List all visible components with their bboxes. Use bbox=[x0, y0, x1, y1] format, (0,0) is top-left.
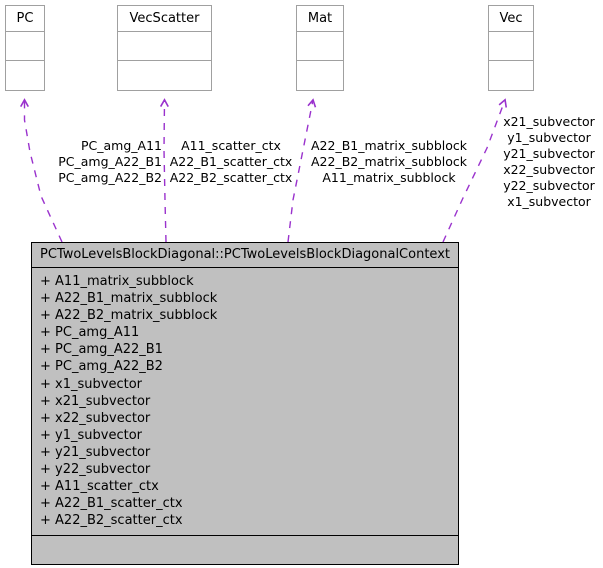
class-box-vec[interactable]: Vec bbox=[488, 5, 534, 91]
class-attribute-row: + A11_matrix_subblock bbox=[40, 274, 194, 289]
edge-label-mat-2: A11_matrix_subblock bbox=[322, 170, 456, 185]
edge-label-vecscatter-2: A22_B2_scatter_ctx bbox=[169, 170, 293, 185]
class-box-vecscatter-attributes bbox=[118, 32, 211, 61]
edge-label-vec-2: y21_subvector bbox=[503, 146, 595, 161]
class-attribute-row: + y22_subvector bbox=[40, 462, 151, 478]
class-box-vec-title: Vec bbox=[489, 6, 533, 32]
class-box-mat-attributes bbox=[297, 32, 343, 61]
edge-label-vecscatter-1: A22_B1_scatter_ctx bbox=[169, 154, 293, 169]
class-attribute-row: + A22_B1_matrix_subblock bbox=[40, 291, 218, 307]
edge-label-group-pc: PC_amg_A11 PC_amg_A22_B1 PC_amg_A22_B2 bbox=[35, 138, 162, 186]
edge-label-group-mat: A22_B1_matrix_subblock A22_B2_matrix_sub… bbox=[300, 138, 478, 186]
edge-label-pc-1: PC_amg_A22_B1 bbox=[58, 154, 162, 169]
class-attribute-row: + A11_scatter_ctx bbox=[40, 479, 159, 495]
class-box-vecscatter-title: VecScatter bbox=[118, 6, 211, 32]
class-attribute-row: + y21_subvector bbox=[40, 444, 151, 460]
edge-label-vecscatter-0: A11_scatter_ctx bbox=[181, 138, 281, 153]
edge-label-vec-3: x22_subvector bbox=[503, 162, 595, 177]
class-attribute-row: + PC_amg_A22_B2 bbox=[40, 359, 163, 375]
class-box-vecscatter-operations bbox=[118, 61, 211, 90]
class-attribute-row: + A22_B2_scatter_ctx bbox=[40, 513, 183, 529]
class-attribute-row: + y1_subvector bbox=[40, 427, 142, 443]
edge-label-pc-0: PC_amg_A11 bbox=[81, 138, 162, 153]
class-box-pc-title: PC bbox=[6, 6, 44, 32]
edge-label-vec-0: x21_subvector bbox=[503, 114, 595, 129]
class-box-mat[interactable]: Mat bbox=[296, 5, 344, 91]
edge-label-pc-2: PC_amg_A22_B2 bbox=[58, 170, 162, 185]
class-box-mat-operations bbox=[297, 61, 343, 90]
class-box-pc[interactable]: PC bbox=[5, 5, 45, 91]
class-box-mat-title: Mat bbox=[297, 6, 343, 32]
edge-label-vec-5: x1_subvector bbox=[507, 194, 591, 209]
class-attribute-row: + x1_subvector bbox=[40, 376, 142, 392]
class-box-vec-attributes bbox=[489, 32, 533, 61]
class-attribute-row: + x22_subvector bbox=[40, 410, 151, 426]
class-box-vec-operations bbox=[489, 61, 533, 90]
class-box-main-title: PCTwoLevelsBlockDiagonal::PCTwoLevelsBlo… bbox=[32, 243, 458, 268]
edge-label-vec-4: y22_subvector bbox=[503, 178, 595, 193]
edge-vecscatter bbox=[164, 100, 166, 243]
class-box-pc-operations bbox=[6, 61, 44, 90]
class-attribute-row: + PC_amg_A22_B1 bbox=[40, 342, 163, 358]
edge-label-group-vecscatter: A11_scatter_ctx A22_B1_scatter_ctx A22_B… bbox=[168, 138, 294, 186]
class-box-main-attributes: + A11_matrix_subblock + A22_B1_matrix_sub… bbox=[32, 268, 458, 537]
class-box-pc-attributes bbox=[6, 32, 44, 61]
edge-label-group-vec: x21_subvector y1_subvector y21_subvector… bbox=[497, 114, 601, 210]
edge-label-mat-0: A22_B1_matrix_subblock bbox=[310, 138, 468, 153]
edge-label-mat-1: A22_B2_matrix_subblock bbox=[310, 154, 468, 169]
class-attribute-row: + A22_B2_matrix_subblock bbox=[40, 308, 218, 324]
class-attribute-row: + A22_B1_scatter_ctx bbox=[40, 496, 183, 512]
class-box-main[interactable]: PCTwoLevelsBlockDiagonal::PCTwoLevelsBlo… bbox=[31, 242, 459, 566]
edge-label-vec-1: y1_subvector bbox=[507, 130, 591, 145]
class-attribute-row: + x21_subvector bbox=[40, 393, 151, 409]
class-box-main-operations bbox=[32, 536, 458, 564]
class-attribute-row: + PC_amg_A11 bbox=[40, 325, 140, 341]
class-box-vecscatter[interactable]: VecScatter bbox=[117, 5, 212, 91]
